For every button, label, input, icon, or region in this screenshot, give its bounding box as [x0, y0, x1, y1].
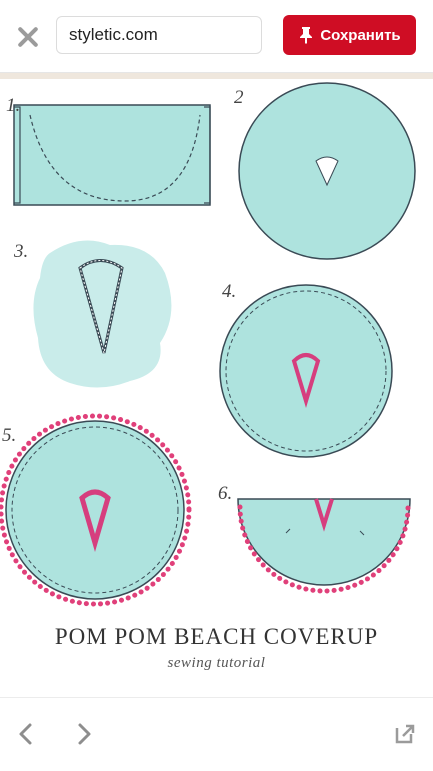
tutorial-title: POM POM BEACH COVERUP — [54, 624, 379, 649]
step-6-half-circle — [237, 498, 411, 594]
open-external-icon[interactable] — [393, 722, 417, 746]
step-2-label: 2 — [234, 87, 244, 108]
save-button[interactable]: Сохранить — [283, 15, 416, 55]
step-1-folded-fabric — [13, 104, 211, 206]
pin-image: 1. 2 3. 4. 5. 6. POM POM BEACH COVERUP s… — [0, 73, 433, 696]
step-5-label: 5. — [2, 425, 17, 446]
step-3-neckline — [33, 240, 172, 388]
step-5-pompom-circle — [0, 413, 192, 607]
save-label: Сохранить — [320, 26, 401, 44]
step-1-label: 1. — [6, 95, 21, 116]
step-6-label: 6. — [218, 483, 233, 504]
chevron-left-icon[interactable] — [12, 720, 40, 748]
step-4-circle — [219, 284, 393, 458]
step-3-label: 3. — [14, 241, 29, 262]
top-bar: styletic.com Сохранить — [0, 0, 433, 73]
pushpin-icon — [300, 27, 313, 44]
url-field[interactable]: styletic.com — [56, 16, 262, 54]
step-2-circle — [238, 82, 416, 260]
close-icon[interactable] — [15, 24, 41, 50]
step-4-label: 4. — [222, 281, 237, 302]
url-text: styletic.com — [69, 25, 158, 44]
bottom-toolbar — [0, 697, 433, 771]
tutorial-illustration — [0, 73, 433, 607]
chevron-right-icon[interactable] — [70, 720, 98, 748]
tutorial-subtitle: sewing tutorial — [167, 655, 266, 671]
